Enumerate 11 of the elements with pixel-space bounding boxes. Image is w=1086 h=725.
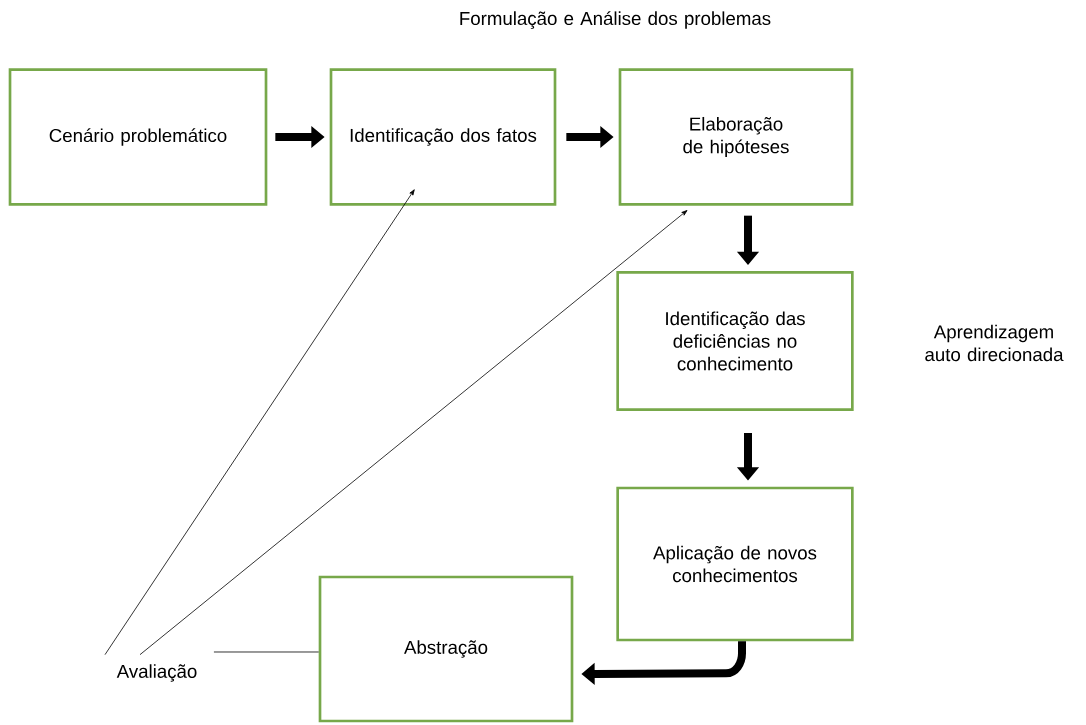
arrow bbox=[139, 210, 688, 656]
arrow bbox=[104, 189, 415, 656]
process-box: Identificação das deficiências no conhecimento bbox=[616, 271, 854, 411]
process-box: Elaboração de hipóteses bbox=[618, 68, 854, 206]
text-label: Formulação e Análise dos problemas bbox=[460, 11, 771, 29]
process-box: Cenário problemático bbox=[8, 68, 268, 206]
node-label: Avaliação bbox=[116, 664, 197, 682]
process-box: Identificação dos fatos bbox=[329, 68, 557, 206]
process-box: Aplicação de novos conhecimentos bbox=[616, 486, 854, 642]
text-label: Aprendizagem auto direcionada bbox=[925, 324, 1064, 362]
process-box: Abstração bbox=[318, 575, 574, 723]
